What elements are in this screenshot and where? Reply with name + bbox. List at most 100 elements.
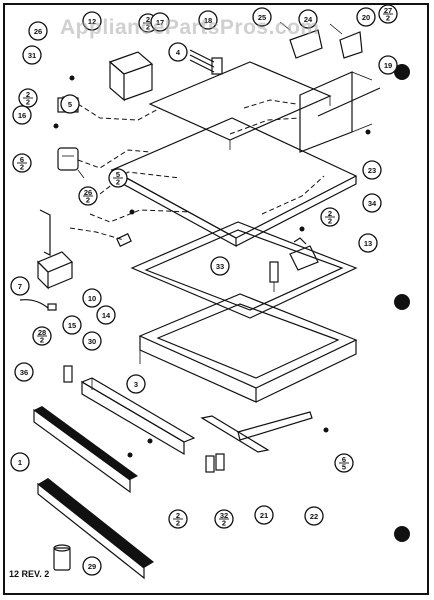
cover-panel [110, 117, 358, 248]
callout-label-bottom: 2 [222, 519, 226, 528]
callout-circle [252, 7, 272, 27]
callout-c7: 7 [10, 276, 30, 296]
callout-label: 4 [176, 48, 181, 57]
callout-c4: 4 [168, 42, 188, 62]
callout-c19: 19 [378, 55, 398, 75]
callout-c21: 21 [254, 505, 274, 525]
callout-label-top: 28 [38, 328, 46, 337]
callout-label-bottom: 2 [20, 163, 24, 172]
callout-c29: 29 [82, 556, 102, 576]
callout-label: 23 [368, 166, 376, 175]
grille-1 [37, 478, 154, 580]
callout-label: 25 [258, 13, 266, 22]
callout-circle [358, 233, 378, 253]
callout-circle [82, 288, 102, 308]
transformer-16 [57, 147, 85, 179]
callout-c1: 1 [10, 452, 30, 472]
callout-c2c: 22 [320, 207, 340, 227]
callout-label: 29 [88, 562, 96, 571]
callout-c13: 13 [358, 233, 378, 253]
callout-label-bottom: 2 [328, 217, 332, 226]
callout-circle [304, 506, 324, 526]
callout-label: 30 [88, 337, 96, 346]
screws [53, 75, 371, 458]
callout-c34: 34 [362, 193, 382, 213]
callout-label-top: 26 [84, 188, 92, 197]
callout-circle [198, 10, 218, 30]
callout-label-top: 2 [146, 15, 150, 24]
callout-label: 20 [362, 13, 370, 22]
callout-label-top: 2 [328, 209, 332, 218]
callout-circle [150, 12, 170, 32]
capacitor-29 [53, 544, 71, 571]
callout-circle [126, 374, 146, 394]
clip-33 [269, 261, 279, 292]
frame-14 [130, 221, 358, 319]
callout-circle [28, 21, 48, 41]
callout-c18: 18 [198, 10, 218, 30]
callout-circle [168, 42, 188, 62]
bracket-13 [289, 237, 319, 271]
part-10 [116, 233, 132, 247]
callout-circle [210, 256, 230, 276]
diagram-border [3, 3, 429, 595]
callout-label-bottom: 2 [146, 23, 150, 32]
capacitor-7 [36, 251, 74, 290]
callout-label: 34 [368, 199, 377, 208]
callout-c3: 3 [126, 374, 146, 394]
callout-circle [14, 362, 34, 382]
binder-hole-middle [394, 294, 410, 310]
callout-label-top: 2 [176, 511, 180, 520]
callout-c10: 10 [82, 288, 102, 308]
callout-label: 10 [88, 294, 96, 303]
callout-label-top: 27 [384, 6, 392, 15]
callout-c15: 15 [62, 315, 82, 335]
callout-c36: 36 [14, 362, 34, 382]
binder-hole-bottom [394, 526, 410, 542]
trim-30 [80, 377, 196, 456]
callout-label-bottom: 2 [86, 196, 90, 205]
callout-label: 36 [20, 368, 28, 377]
shelf-frame-3 [138, 293, 358, 403]
callout-circle [62, 315, 82, 335]
callout-circle [356, 7, 376, 27]
right-bracket [299, 71, 381, 153]
callout-circle [378, 55, 398, 75]
callout-label: 3 [134, 380, 138, 389]
callout-c24: 24 [298, 9, 318, 29]
callout-c23: 23 [362, 160, 382, 180]
callout-label: 1 [18, 458, 22, 467]
callout-circle [96, 305, 116, 325]
strip-22 [237, 411, 313, 441]
rear-mounting-plate [148, 61, 332, 150]
wire-15 [19, 299, 57, 311]
callout-label-top: 6 [342, 455, 346, 464]
binder-hole-top [394, 64, 410, 80]
callout-c2d: 22 [168, 509, 188, 529]
callout-label: 19 [384, 61, 392, 70]
grille-36 [33, 406, 138, 494]
callout-circle [12, 105, 32, 125]
wire-harness-18 [189, 49, 223, 75]
callout-label-bottom: 2 [386, 14, 390, 23]
callout-c22: 22 [304, 506, 324, 526]
callout-label: 31 [28, 51, 36, 60]
callout-label: 12 [88, 17, 96, 26]
callout-label: 26 [34, 27, 42, 36]
callout-circle [10, 276, 30, 296]
callout-circle [298, 9, 318, 29]
callout-circle [10, 452, 30, 472]
callout-label: 21 [260, 511, 268, 520]
control-board-12 [108, 51, 154, 102]
callout-label-bottom: 2 [176, 519, 180, 528]
callout-label: 14 [102, 311, 111, 320]
callout-c14: 14 [96, 305, 116, 325]
strip-21 [200, 415, 270, 453]
callout-label-bottom: 2 [116, 178, 120, 187]
callout-c33: 33 [210, 256, 230, 276]
callout-c31: 31 [22, 45, 42, 65]
callout-c27: 272 [378, 4, 398, 24]
